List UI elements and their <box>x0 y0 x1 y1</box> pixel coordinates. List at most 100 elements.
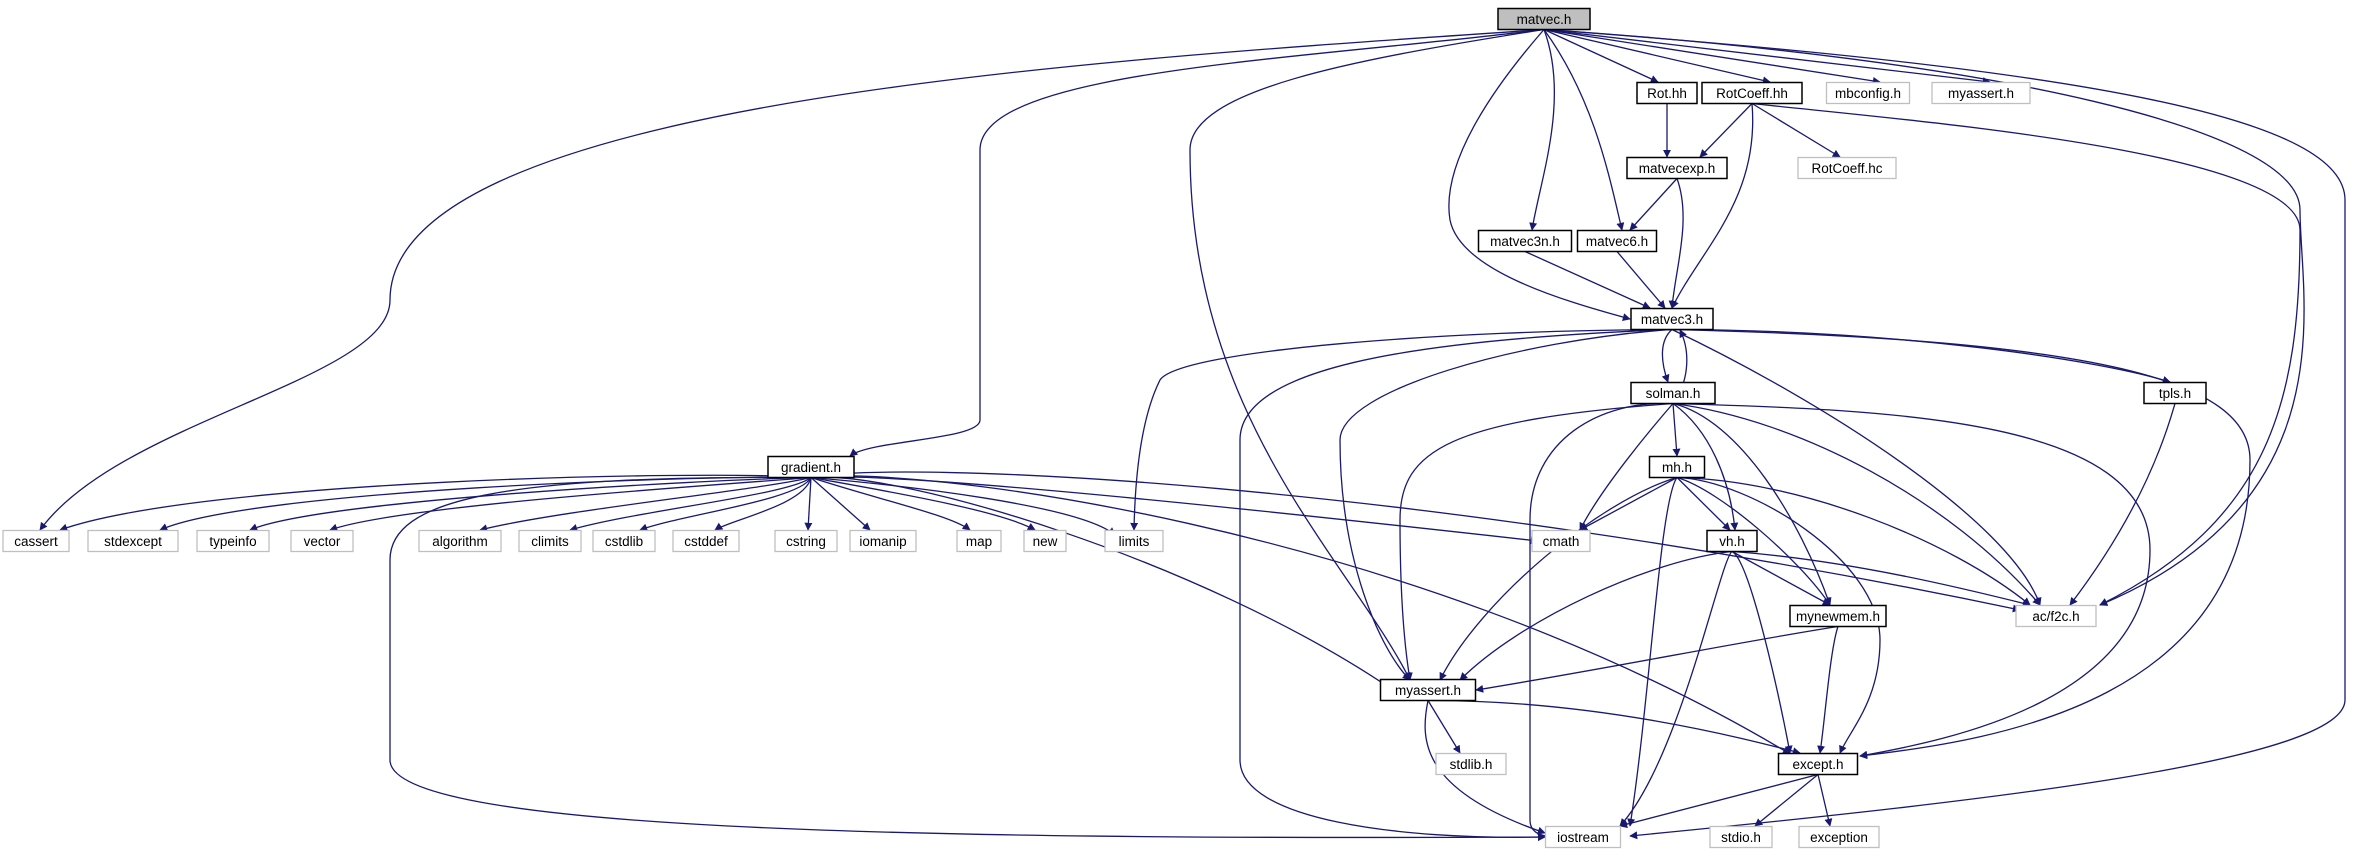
node-tpls-h[interactable]: tpls.h <box>2143 381 2207 405</box>
edge-matvec3_h-to-myassert_h <box>1339 328 1673 681</box>
node-box <box>1630 381 1716 405</box>
node-label: cstdlib <box>605 534 643 549</box>
node-exception[interactable]: exception <box>1798 825 1880 849</box>
node-box <box>1789 604 1887 628</box>
node-myassert-h[interactable]: myassert.h <box>1379 678 1477 702</box>
node-box <box>1636 81 1698 105</box>
node-cstring[interactable]: cstring <box>774 529 838 553</box>
node-label: typeinfo <box>209 534 256 549</box>
node-box <box>1706 529 1758 553</box>
edge-matvec_h-to-rot_hh <box>1543 28 1659 83</box>
edge-matvecexp_h-to-matvec6_h <box>1629 178 1678 231</box>
edge-mh_h-to-cmath <box>1579 476 1678 531</box>
edge-solman_h-to-mynewmem_h <box>1672 402 1832 606</box>
node-matvec3-h[interactable]: matvec3.h <box>1630 307 1714 331</box>
edge-matvec_h-to-iostream <box>1543 28 2346 840</box>
node-algorithm[interactable]: algorithm <box>418 529 502 553</box>
edge-matvec_h-to-gradient_h <box>849 28 1545 457</box>
node-box <box>1630 307 1714 331</box>
node-label: tpls.h <box>2159 386 2191 401</box>
edge-gradient_h-to-cmath <box>810 476 1539 545</box>
node-af2c-h[interactable]: ac/f2c.h <box>2015 604 2097 628</box>
node-vector[interactable]: vector <box>290 529 354 553</box>
edge-gradient_h-to-cstdlib <box>639 477 812 532</box>
node-label: myassert.h <box>1395 683 1461 698</box>
node-solman-h[interactable]: solman.h <box>1630 381 1716 405</box>
node-label: mh.h <box>1662 460 1692 475</box>
node-label: ac/f2c.h <box>2032 609 2079 624</box>
node-label: Rot.hh <box>1647 86 1687 101</box>
edge-matvec_h-to-af2c_h <box>1543 28 2305 606</box>
edge-rotcoeff_hh-to-matvecexp_h <box>1699 103 1753 158</box>
edge-gradient_h-to-climits <box>569 476 812 532</box>
node-limits[interactable]: limits <box>1104 529 1164 553</box>
node-label: cstddef <box>684 534 728 549</box>
node-myassert-h-ext[interactable]: myassert.h <box>1931 81 2031 105</box>
edge-vh_h-to-iostream <box>1619 550 1733 827</box>
edge-mh_h-to-mynewmem_h <box>1676 476 1831 606</box>
edge-gradient_h-to-cstring <box>804 477 813 531</box>
node-vh-h[interactable]: vh.h <box>1706 529 1758 553</box>
node-matvecexp-h[interactable]: matvecexp.h <box>1626 156 1728 180</box>
node-iomanip[interactable]: iomanip <box>849 529 917 553</box>
node-label: except.h <box>1792 757 1843 772</box>
edge-gradient_h-to-typeinfo <box>249 476 812 531</box>
edge-vh_h-to-mynewmem_h <box>1731 550 1831 606</box>
node-cstddef[interactable]: cstddef <box>672 529 740 553</box>
edge-solman_h-to-vh_h <box>1672 402 1739 531</box>
node-rotcoeff-hc[interactable]: RotCoeff.hc <box>1797 156 1897 180</box>
edge-except_h-to-iostream <box>1619 773 1819 829</box>
node-iostream[interactable]: iostream <box>1544 825 1622 849</box>
node-mynewmem-h[interactable]: mynewmem.h <box>1789 604 1887 628</box>
node-label: iostream <box>1557 830 1609 845</box>
edge-matvec6_h-to-matvec3_h <box>1616 251 1666 309</box>
node-label: climits <box>531 534 569 549</box>
node-box <box>87 529 179 553</box>
edge-except_h-to-stdio_h <box>1754 773 1819 827</box>
node-map[interactable]: map <box>956 529 1002 553</box>
node-label: limits <box>1119 534 1150 549</box>
node-label: stdexcept <box>104 534 162 549</box>
node-box <box>1497 7 1591 31</box>
edge-matvec_h-to-myassert_h_ext <box>1543 28 1991 86</box>
node-box <box>1797 156 1897 180</box>
node-label: mynewmem.h <box>1796 609 1880 624</box>
node-gradient-h[interactable]: gradient.h <box>767 455 855 479</box>
node-box <box>1023 529 1067 553</box>
node-rot-hh[interactable]: Rot.hh <box>1636 81 1698 105</box>
node-box <box>1531 529 1591 553</box>
node-new[interactable]: new <box>1023 529 1067 553</box>
node-cmath[interactable]: cmath <box>1531 529 1591 553</box>
node-box <box>1576 229 1658 253</box>
edge-matvec_h-to-matvec3n_h <box>1529 29 1555 231</box>
node-mh-h[interactable]: mh.h <box>1648 455 1706 479</box>
node-label: solman.h <box>1646 386 1701 401</box>
node-mbconfig-h[interactable]: mbconfig.h <box>1825 81 1911 105</box>
node-typeinfo[interactable]: typeinfo <box>196 529 270 553</box>
node-matvec3n-h[interactable]: matvec3n.h <box>1477 229 1573 253</box>
edge-myassert_h-to-stdlib_h <box>1427 700 1461 754</box>
node-cassert[interactable]: cassert <box>2 529 70 553</box>
edge-vh_h-to-myassert_h <box>1459 550 1733 681</box>
edge-matvec3_h-to-except_h <box>1671 328 2251 760</box>
node-box <box>290 529 354 553</box>
node-stdlib-h[interactable]: stdlib.h <box>1435 752 1507 776</box>
edge-mh_h-to-iostream <box>1627 477 1678 827</box>
node-stdio-h[interactable]: stdio.h <box>1709 825 1773 849</box>
node-matvec6-h[interactable]: matvec6.h <box>1576 229 1658 253</box>
node-box <box>2143 381 2207 405</box>
node-box <box>1104 529 1164 553</box>
edge-mynewmem_h-to-myassert_h <box>1475 625 1839 693</box>
node-climits[interactable]: climits <box>518 529 582 553</box>
dependency-edges <box>39 28 2346 842</box>
node-cstdlib[interactable]: cstdlib <box>592 529 656 553</box>
node-except-h[interactable]: except.h <box>1777 752 1859 776</box>
node-stdexcept[interactable]: stdexcept <box>87 529 179 553</box>
node-box <box>1435 752 1507 776</box>
node-matvec-h[interactable]: matvec.h <box>1497 7 1591 31</box>
edge-mh_h-to-myassert_h <box>1439 476 1678 681</box>
node-box <box>1379 678 1477 702</box>
node-rotcoeff-hh[interactable]: RotCoeff.hh <box>1701 81 1803 105</box>
file-nodes: matvec.h cassert gradient.h myassert.h matve… <box>2 7 2207 849</box>
edge-matvec3_h-to-tpls_h <box>1671 328 2171 384</box>
